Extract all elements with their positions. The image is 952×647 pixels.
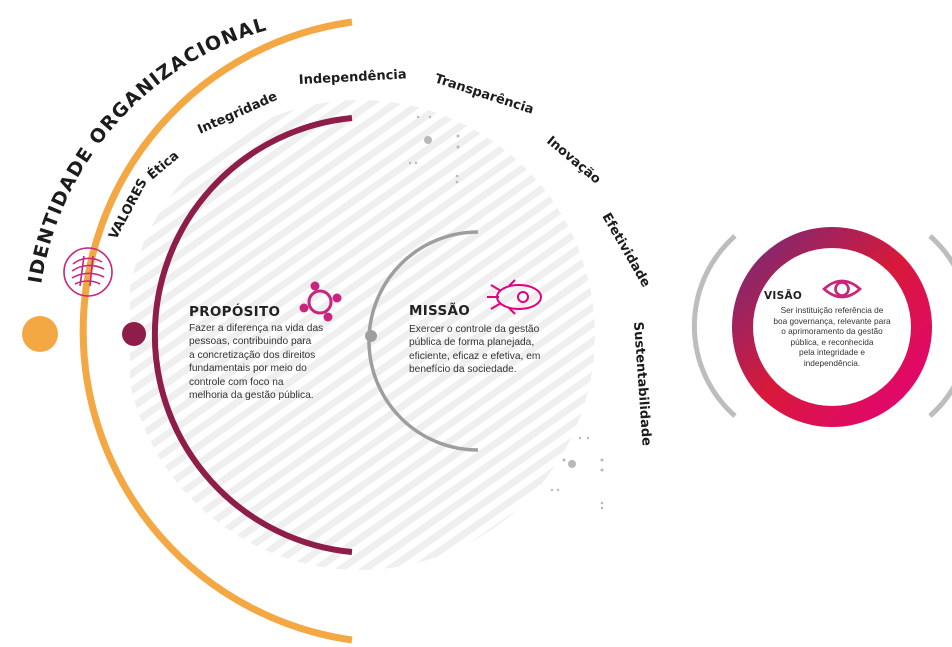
visao-left-bracket — [691, 234, 737, 418]
value-item: Sustentabilidade — [630, 321, 654, 446]
visao-title: VISÃO — [764, 290, 803, 302]
rocket-icon — [487, 279, 542, 315]
text-line: benefício da sociedade. — [409, 364, 517, 376]
missao-block: MISSÃO Exercer o controle da gestão públ… — [409, 303, 579, 377]
maroon-arc — [151, 115, 353, 555]
value-item: Independência — [298, 67, 407, 88]
proposito-text: Fazer a diferença na vida das pessoas, c… — [189, 322, 389, 402]
text-line: a concretização dos direitos — [189, 349, 316, 361]
hands-together-icon — [63, 247, 113, 297]
visao-right-bracket — [928, 234, 952, 418]
maroon-node — [122, 322, 146, 346]
missao-text: Exercer o controle da gestão pública de … — [409, 323, 579, 377]
visao-inner — [753, 248, 911, 406]
text-line: pela integridade e — [799, 347, 865, 358]
orange-arc — [79, 18, 353, 644]
text-line: eficiente, eficaz e efetiva, em — [409, 350, 541, 362]
value-item: Inovação — [543, 134, 603, 188]
text-line: Exercer o controle da gestão — [409, 324, 540, 335]
text-line: Fazer a diferença na vida das — [189, 323, 324, 334]
value-item: Efetividade — [599, 211, 654, 291]
text-line: melhoria da gestão pública. — [189, 390, 314, 402]
visao-text: Ser instituição referência de boa govern… — [756, 305, 908, 369]
value-item: Ética — [144, 148, 182, 183]
text-line: boa governança, relevante para — [773, 315, 891, 326]
decorative-dots — [408, 115, 604, 510]
text-line: fundamentais por meio do — [189, 363, 307, 375]
gray-node — [365, 330, 377, 342]
text-line: pública de forma planejada, — [409, 337, 535, 349]
text-line: pública, e reconhecida — [790, 336, 874, 347]
proposito-block: PROPÓSITO Fazer a diferença na vida das … — [189, 304, 389, 402]
text-line: pessoas, contribuindo para — [189, 336, 312, 348]
missao-title: MISSÃO — [409, 303, 471, 319]
people-connected-icon — [299, 281, 342, 322]
orange-node — [22, 316, 58, 352]
text-line: o aprimoramento da gestão — [781, 326, 883, 337]
text-line: controle com foco na — [189, 376, 284, 388]
visao-block: VISÃO Ser instituição referência de boa … — [756, 290, 908, 369]
value-item: Transparência — [433, 72, 536, 118]
text-line: independência. — [803, 357, 861, 368]
valores-label: VALORES — [106, 176, 150, 242]
text-line: Ser instituição referência de — [780, 305, 884, 315]
proposito-title: PROPÓSITO — [189, 304, 281, 320]
eye-icon — [822, 279, 862, 299]
hatched-background — [130, 100, 595, 570]
